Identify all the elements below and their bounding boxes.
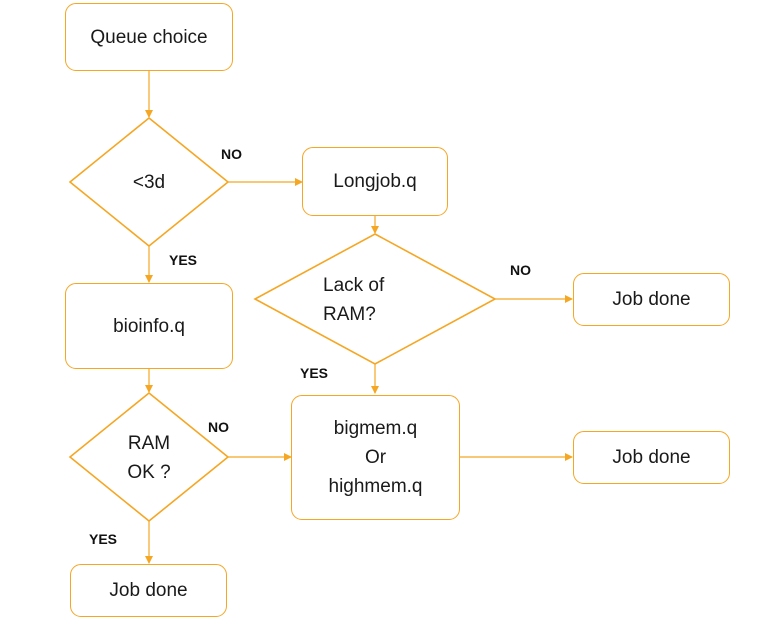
decision-lack-ram-line-2: RAM? xyxy=(323,304,376,325)
node-job-done-right-mid-label: Job done xyxy=(612,447,691,468)
decision-ram-ok-line-1: RAM xyxy=(127,433,171,454)
decision-ram-ok-line-2: OK ? xyxy=(127,462,171,483)
node-job-done-bottom-label: Job done xyxy=(109,580,188,601)
node-bioinfo: bioinfo.q xyxy=(65,283,233,369)
edge-label-lt3d-yes: YES xyxy=(169,252,198,268)
decision-lt3d: <3d xyxy=(100,166,198,198)
node-bigmem: bigmem.q Or highmem.q xyxy=(291,395,460,520)
decision-lack-ram: Lack of RAM? xyxy=(323,270,433,330)
node-queue-choice-label: Queue choice xyxy=(90,26,208,48)
node-bigmem-line-1: bigmem.q xyxy=(333,418,418,439)
edge-label-lack-ram-yes: YES xyxy=(300,365,329,381)
node-queue-choice: Queue choice xyxy=(65,3,233,71)
edge-label-ram-ok-no: NO xyxy=(208,419,229,435)
node-longjob-label: Longjob.q xyxy=(333,171,417,192)
node-longjob: Longjob.q xyxy=(302,147,448,216)
node-bioinfo-label: bioinfo.q xyxy=(113,315,185,337)
edge-label-lack-ram-no: NO xyxy=(510,262,531,278)
node-bigmem-line-2: Or xyxy=(364,447,387,468)
edge-label-ram-ok-yes: YES xyxy=(89,531,118,547)
decision-lack-ram-line-1: Lack of xyxy=(323,275,385,296)
decision-lt3d-label: <3d xyxy=(132,171,166,193)
node-job-done-right-top: Job done xyxy=(573,273,730,326)
node-job-done-right-top-label: Job done xyxy=(612,289,691,310)
node-bigmem-line-3: highmem.q xyxy=(328,476,423,497)
decision-ram-ok: RAM OK ? xyxy=(104,428,194,488)
node-job-done-right-mid: Job done xyxy=(573,431,730,484)
node-job-done-bottom: Job done xyxy=(70,564,227,617)
edge-label-lt3d-no: NO xyxy=(221,146,242,162)
